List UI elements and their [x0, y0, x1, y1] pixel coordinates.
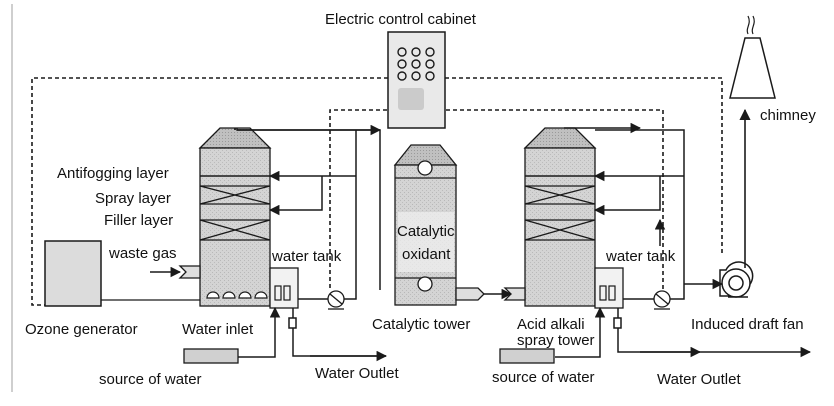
label-acid-alkali-line1: Acid alkali: [517, 316, 585, 333]
waste-gas-inlet: [150, 265, 201, 279]
water-inlet-line-1: [238, 306, 388, 362]
catalytic-tower: [393, 144, 458, 306]
label-water-outlet-2: Water Outlet: [657, 371, 741, 388]
chimney: [729, 15, 776, 99]
source-of-water-tank-2: [499, 348, 555, 364]
circulation-pump-1: [327, 290, 345, 310]
recirculation-piping-1: [268, 130, 357, 300]
acid-alkali-spray-tower: [523, 127, 597, 307]
label-catalytic-tower: Catalytic tower: [372, 316, 470, 333]
label-water-outlet-1: Water Outlet: [315, 365, 399, 382]
label-chimney: chimney: [760, 107, 816, 124]
electric-control-cabinet: [387, 31, 446, 129]
label-filler-layer: Filler layer: [104, 212, 173, 229]
label-catalytic-oxidant-line1: Catalytic: [397, 223, 455, 240]
label-waste-gas: waste gas: [108, 245, 177, 262]
label-antifogging-layer: Antifogging layer: [57, 165, 169, 182]
label-electric-control-cabinet: Electric control cabinet: [325, 11, 477, 28]
source-of-water-tank-1: [183, 348, 239, 364]
label-spray-layer: Spray layer: [95, 190, 171, 207]
spray-tower-1: [198, 127, 272, 307]
label-source-of-water-1: source of water: [99, 371, 202, 388]
label-water-tank-2: water tank: [605, 248, 676, 265]
circulation-pump-2: [653, 290, 671, 310]
label-water-tank-1: water tank: [271, 248, 342, 265]
label-source-of-water-2: source of water: [492, 369, 595, 386]
label-ozone-generator: Ozone generator: [25, 321, 138, 338]
label-water-inlet: Water inlet: [182, 321, 254, 338]
ozone-generator: [44, 240, 200, 307]
induced-draft-fan: [719, 261, 754, 298]
water-tank-2: [594, 267, 624, 309]
label-catalytic-oxidant-line2: oxidant: [402, 246, 451, 263]
water-tank-1: [269, 267, 299, 309]
label-induced-draft-fan: Induced draft fan: [691, 316, 804, 333]
label-acid-alkali-line2: spray tower: [517, 332, 595, 349]
